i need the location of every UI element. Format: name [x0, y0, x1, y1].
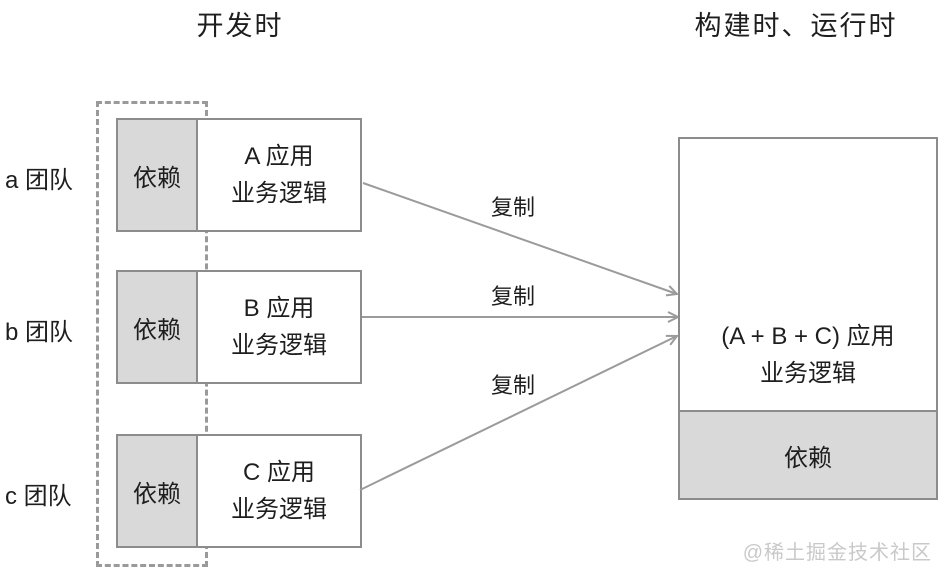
team-b-app-cell: B 应用 业务逻辑	[198, 272, 360, 382]
team-a-app-line2: 业务逻辑	[231, 180, 327, 207]
team-c-box: 依赖 C 应用 业务逻辑	[116, 434, 362, 548]
team-b-label: b 团队	[5, 319, 74, 346]
copy-arrow-c	[359, 334, 680, 491]
combined-dependency-cell: 依赖	[680, 410, 936, 498]
team-a-dependency-cell: 依赖	[118, 120, 198, 230]
team-a-app-line1: A 应用	[244, 143, 314, 170]
team-c-dependency-cell: 依赖	[118, 436, 198, 546]
team-b-dependency-cell: 依赖	[118, 272, 198, 382]
combined-app-line2: 业务逻辑	[760, 360, 856, 387]
combined-app-logic: (A + B + C) 应用 业务逻辑	[680, 139, 936, 410]
watermark-text: @稀土掘金技术社区	[742, 542, 932, 564]
team-a-box: 依赖 A 应用 业务逻辑	[116, 118, 362, 232]
team-c-label: c 团队	[5, 483, 72, 510]
title-dev-time: 开发时	[196, 11, 284, 41]
copy-label-c: 复制	[490, 373, 535, 398]
team-c-app-line2: 业务逻辑	[231, 496, 327, 523]
title-build-run-time: 构建时、运行时	[694, 11, 898, 41]
combined-app-box: (A + B + C) 应用 业务逻辑 依赖	[678, 137, 938, 500]
copy-label-b: 复制	[490, 284, 535, 309]
team-b-app-line2: 业务逻辑	[231, 332, 327, 359]
team-b-box: 依赖 B 应用 业务逻辑	[116, 270, 362, 384]
team-c-app-line1: C 应用	[243, 459, 315, 486]
copy-label-a: 复制	[490, 195, 535, 220]
team-a-label: a 团队	[5, 167, 74, 194]
team-b-app-line1: B 应用	[243, 295, 315, 322]
combined-app-line1: (A + B + C) 应用	[721, 323, 895, 350]
team-a-app-cell: A 应用 业务逻辑	[198, 120, 360, 230]
team-c-app-cell: C 应用 业务逻辑	[198, 436, 360, 546]
